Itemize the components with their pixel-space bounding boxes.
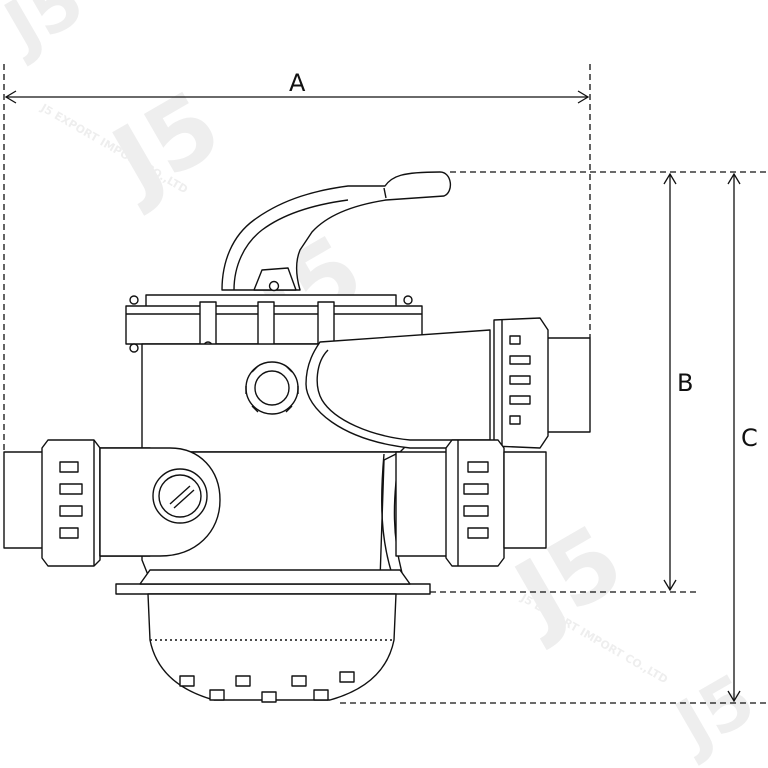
- dimension-c-top-arrow: [727, 172, 741, 185]
- right-port-pipe: [503, 451, 547, 549]
- strainer-slot: [313, 689, 329, 701]
- left-port-pipe: [3, 451, 49, 549]
- left-port-union-nut: [41, 439, 101, 567]
- dimension-c-bottom-arrow: [727, 690, 741, 703]
- strainer-slot: [179, 675, 195, 687]
- bottom-strainer: [147, 593, 397, 703]
- dimension-b-top-arrow: [663, 172, 677, 185]
- side-port-pipe: [541, 337, 591, 433]
- sight-glass-port: [99, 447, 221, 557]
- dimension-b-bottom-arrow: [663, 579, 677, 592]
- handle: [221, 171, 451, 292]
- watermark-logo-1: J5: [0, 0, 97, 69]
- right-port: [395, 439, 547, 567]
- valve-body: [3, 171, 591, 703]
- strainer-slot: [209, 689, 225, 701]
- cover-bolt: [257, 301, 275, 351]
- dimension-c-label: C: [741, 424, 758, 452]
- strainer-slot: [291, 675, 307, 687]
- strainer-slot: [261, 691, 277, 703]
- dimension-a-right-arrow: [577, 90, 590, 104]
- base-flange: [115, 583, 431, 595]
- dimension-lines: [3, 64, 768, 704]
- watermark-logo-5: J5: [659, 658, 768, 768]
- gauge-port: [245, 361, 299, 415]
- dimension-b-label: B: [677, 369, 693, 397]
- strainer-slot: [339, 671, 355, 683]
- dimension-a-left-arrow: [4, 90, 17, 104]
- right-port-union-nut: [445, 439, 505, 567]
- side-port: [305, 317, 591, 449]
- dimension-a-label: A: [289, 69, 306, 97]
- strainer-slot: [235, 675, 251, 687]
